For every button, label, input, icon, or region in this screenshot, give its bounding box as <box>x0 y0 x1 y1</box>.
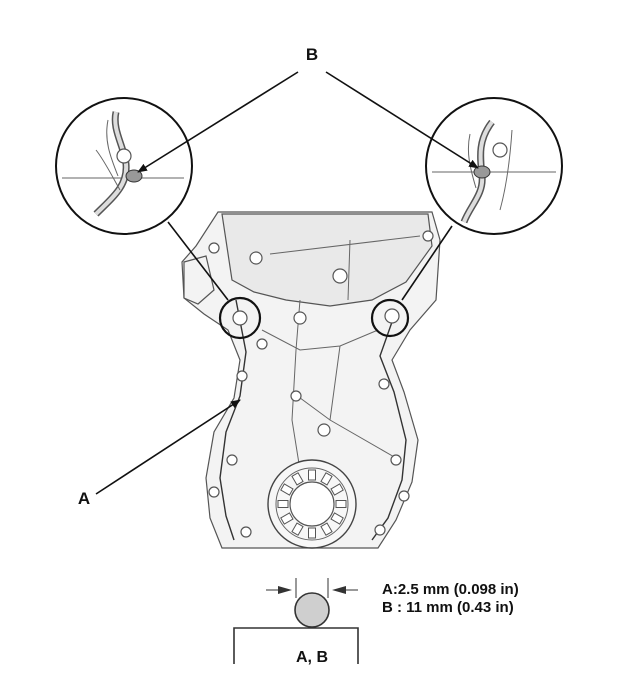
seal-slot <box>320 522 333 536</box>
seal-slot <box>330 483 344 496</box>
spec-line-b: B : 11 mm (0.43 in) <box>382 599 514 616</box>
timing-chain-cover <box>181 211 441 549</box>
seal-slot <box>308 469 316 481</box>
connector-left <box>167 221 229 301</box>
sealant-bead-b-right <box>473 165 491 179</box>
seal-slot <box>335 500 347 508</box>
sealant-bead-b-left <box>125 169 143 183</box>
label-ab: A, B <box>296 649 328 666</box>
spec-line-a: A:2.5 mm (0.098 in) <box>382 581 519 598</box>
bead-section-detail: A, B <box>233 578 359 666</box>
left-mounting-ear <box>183 255 215 305</box>
detail-circle-left <box>55 97 193 235</box>
bead-profile <box>294 592 330 628</box>
seal-slot <box>320 472 333 486</box>
seal-slot <box>280 483 294 496</box>
seal-slot <box>308 527 316 539</box>
label-b: B <box>306 45 318 64</box>
leader-a <box>95 399 241 495</box>
upper-housing <box>221 213 433 307</box>
seal-slot <box>291 472 304 486</box>
mating-surface <box>233 627 359 664</box>
connector-right <box>401 225 453 301</box>
seal-slot <box>330 512 344 525</box>
detail-marker-left <box>218 296 262 340</box>
seal-slot <box>280 512 294 525</box>
crank-seal <box>267 459 357 549</box>
detail-marker-right <box>370 298 410 338</box>
leader-b-right <box>325 71 479 169</box>
label-a: A <box>78 489 90 508</box>
seal-slot <box>291 522 304 536</box>
sealant-bead-a <box>219 299 407 541</box>
bolt-bosses <box>208 230 434 538</box>
detail-circle-right <box>425 97 563 235</box>
inner-ribs <box>261 235 421 471</box>
leader-b-left <box>137 71 299 173</box>
seal-slot <box>277 500 289 508</box>
